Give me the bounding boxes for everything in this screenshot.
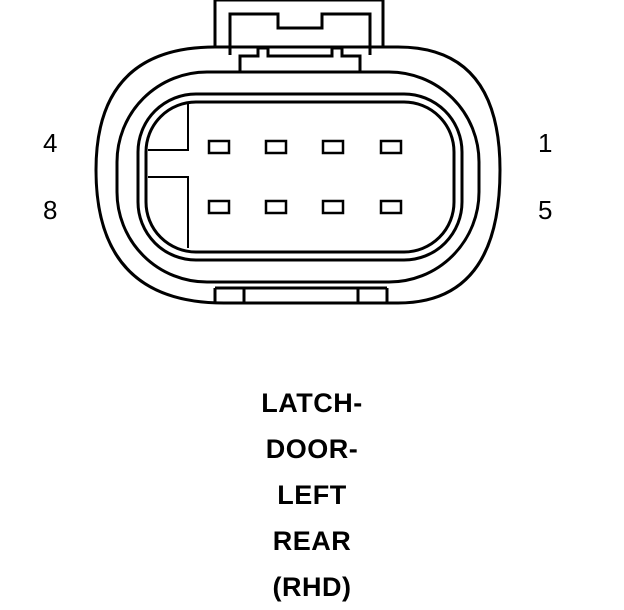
connector-diagram [94,0,502,305]
pin-group [207,139,403,215]
pin-terminal [379,199,403,215]
pin-terminal [379,139,403,155]
connector-cavity-inner [144,100,456,254]
pin-label-1: 1 [538,128,553,158]
pin-terminal [264,199,288,215]
caption-line-2: DOOR- [265,434,359,464]
connector-housing-outer [94,45,502,305]
pin-label-4: 4 [43,128,58,158]
pin-terminal [207,199,231,215]
connector-lock-tab-inner [228,12,372,55]
connector-housing-ring [115,70,481,284]
pin-terminal [321,199,345,215]
caption-line-1: LATCH- [261,388,363,418]
pin-terminal [321,139,345,155]
caption-line-4: REAR [272,526,352,556]
caption-line-3: LEFT [277,480,347,510]
pin-terminal [264,139,288,155]
pin-label-5: 5 [538,195,553,225]
pin-terminal [207,139,231,155]
connector-cavity-outer [136,92,464,262]
cavity-divider-lower [148,176,189,248]
caption-line-5: (RHD) [272,572,352,602]
pin-label-8: 8 [43,195,58,225]
connector-caption: LATCH- DOOR- LEFT REAR (RHD) [0,380,624,610]
connector-lock-tab [213,0,385,47]
connector-lock-latch [238,46,362,74]
cavity-divider-upper [148,104,189,151]
